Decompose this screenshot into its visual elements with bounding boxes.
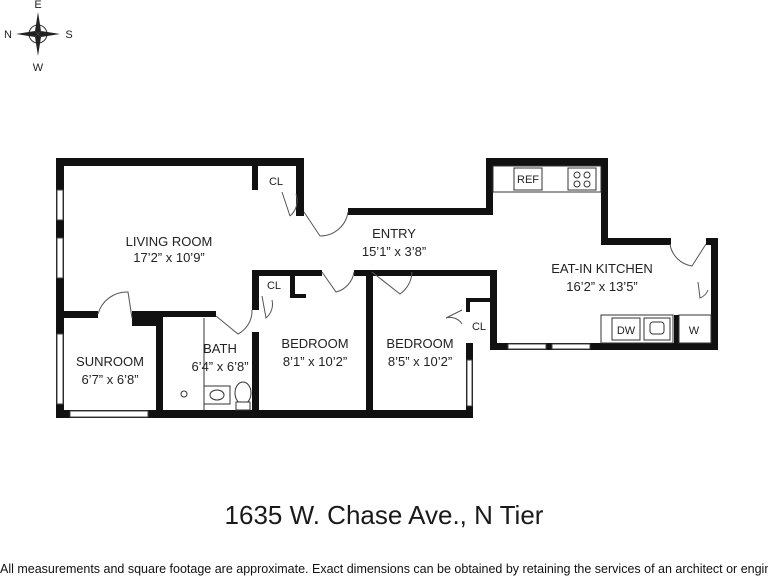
kitchen-fixtures (492, 165, 712, 344)
compass-south-label: S (65, 29, 72, 41)
washer-label: W (689, 325, 700, 337)
bedroom1-name: BEDROOM (281, 336, 348, 351)
living-room-name: LIVING ROOM (126, 234, 213, 249)
closet-living-label: CL (269, 176, 283, 188)
closet-bedroom2-label: CL (472, 321, 486, 333)
dishwasher-label: DW (617, 325, 636, 337)
walls (56, 158, 718, 418)
refrigerator-label: REF (517, 174, 539, 186)
bath-dims: 6’4” x 6’8” (191, 359, 248, 374)
windows (56, 189, 591, 418)
room-labels: LIVING ROOM 17’2” x 10’9” ENTRY 15’1” x … (76, 226, 653, 387)
sunroom-name: SUNROOM (76, 354, 144, 369)
bedroom2-name: BEDROOM (386, 336, 453, 351)
fixture-labels: CL CL CL REF DW W (267, 174, 700, 337)
kitchen-dims: 16’2” x 13’5” (566, 279, 638, 294)
entry-dims: 15’1” x 3’8” (362, 244, 426, 259)
kitchen-name: EAT-IN KITCHEN (551, 261, 653, 276)
property-address: 1635 W. Chase Ave., N Tier (224, 500, 544, 530)
bedroom1-dims: 8’1” x 10’2” (283, 354, 347, 369)
closet-bedroom1-label: CL (267, 280, 281, 292)
compass-rose: E W N S (4, 0, 73, 74)
doors (97, 191, 709, 335)
disclaimer-text: All measurements and square footage are … (0, 562, 768, 576)
living-room-dims: 17’2” x 10’9” (133, 250, 205, 265)
compass-north-label: N (4, 29, 12, 41)
compass-east-label: E (34, 0, 41, 11)
bath-name: BATH (203, 341, 237, 356)
bath-fixtures (180, 318, 252, 411)
compass-west-label: W (33, 62, 44, 74)
sunroom-dims: 6’7” x 6’8” (81, 372, 138, 387)
entry-name: ENTRY (372, 226, 416, 241)
bedroom2-dims: 8’5” x 10’2” (388, 354, 452, 369)
floor-plan: E W N S (4, 0, 718, 418)
